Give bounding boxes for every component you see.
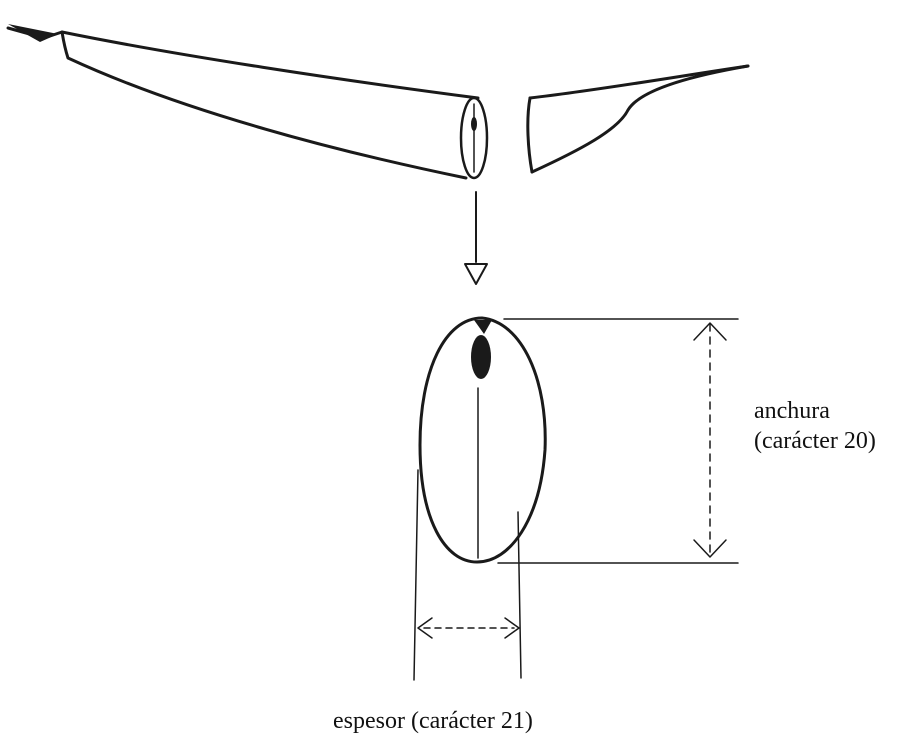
vascular-bundle — [471, 335, 491, 379]
width-label-name: anchura — [754, 398, 830, 424]
midrib-notch — [474, 320, 492, 334]
width-label-character: (carácter 20) — [754, 428, 876, 454]
width-dimension — [497, 318, 739, 564]
leaf-right-segment — [526, 64, 750, 174]
leaf-tip — [8, 24, 58, 42]
leaf-vein-mark-top — [471, 117, 477, 131]
width-label: anchura (carácter 20) — [754, 396, 876, 456]
cross-section — [418, 316, 547, 564]
thickness-label: espesor (carácter 21) — [333, 708, 533, 734]
thickness-dimension — [413, 469, 522, 681]
leaf-left-segment — [6, 24, 489, 180]
section-arrow — [464, 191, 488, 285]
